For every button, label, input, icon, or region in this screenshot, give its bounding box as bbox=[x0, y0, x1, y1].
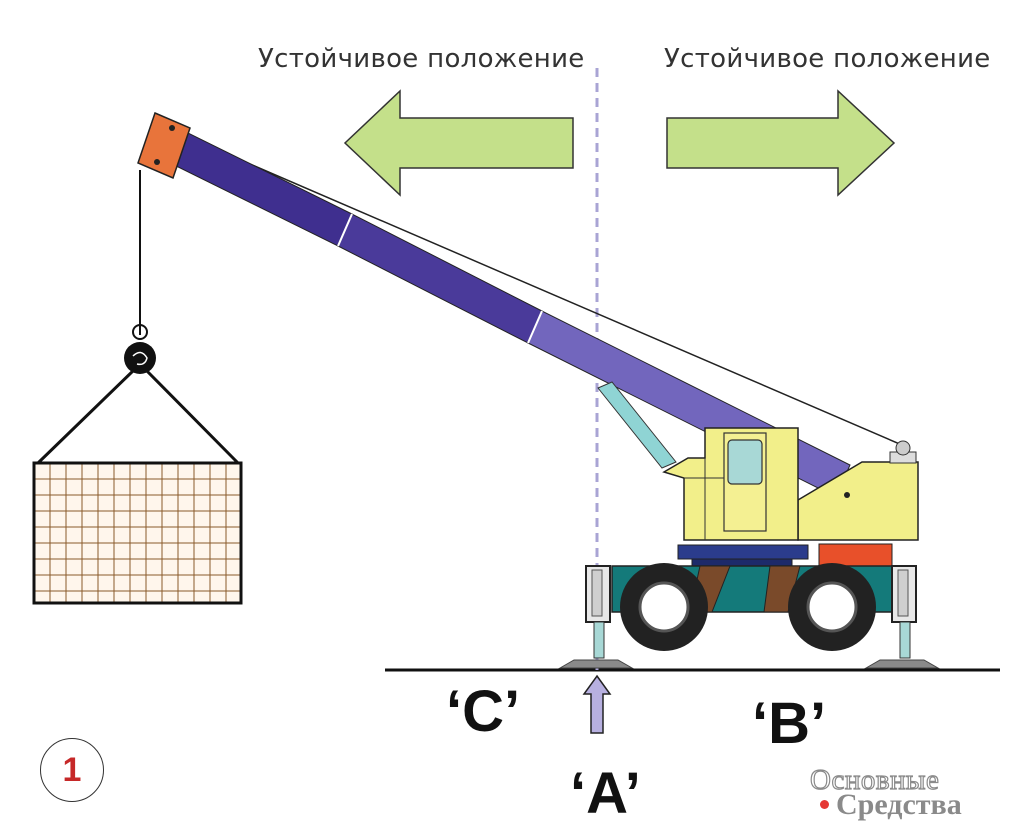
luffing-cylinder bbox=[597, 381, 677, 469]
logo-line-top: Основные bbox=[809, 763, 940, 796]
figure-number-badge: 1 bbox=[40, 738, 104, 802]
point-c-label: ‘C’ bbox=[446, 679, 521, 744]
rear-outrigger bbox=[864, 565, 940, 669]
tipping-point-arrow bbox=[582, 674, 612, 734]
sling-right bbox=[142, 366, 240, 465]
boom-head bbox=[137, 111, 191, 180]
hook-block bbox=[124, 324, 156, 374]
front-wheel bbox=[620, 563, 708, 651]
publication-logo: Основные Средства bbox=[808, 763, 1008, 824]
point-a-label: ‘A’ bbox=[570, 761, 641, 826]
front-outrigger bbox=[558, 565, 634, 669]
rear-wheel bbox=[788, 563, 876, 651]
right-stable-caption: Устойчивое положение bbox=[664, 44, 991, 74]
sling-left bbox=[36, 366, 138, 465]
counterweight bbox=[818, 543, 893, 567]
left-stable-caption: Устойчивое положение bbox=[258, 44, 585, 74]
left-stability-arrow bbox=[343, 89, 574, 197]
slewing-ring bbox=[677, 544, 809, 560]
logo-dot bbox=[820, 800, 829, 809]
crane-cab bbox=[662, 427, 919, 567]
logo-line-bottom: Средства bbox=[836, 788, 962, 821]
suspended-load bbox=[32, 461, 243, 605]
point-b-label: ‘B’ bbox=[752, 691, 827, 756]
right-stability-arrow bbox=[666, 89, 896, 197]
pendant-line bbox=[177, 132, 903, 446]
